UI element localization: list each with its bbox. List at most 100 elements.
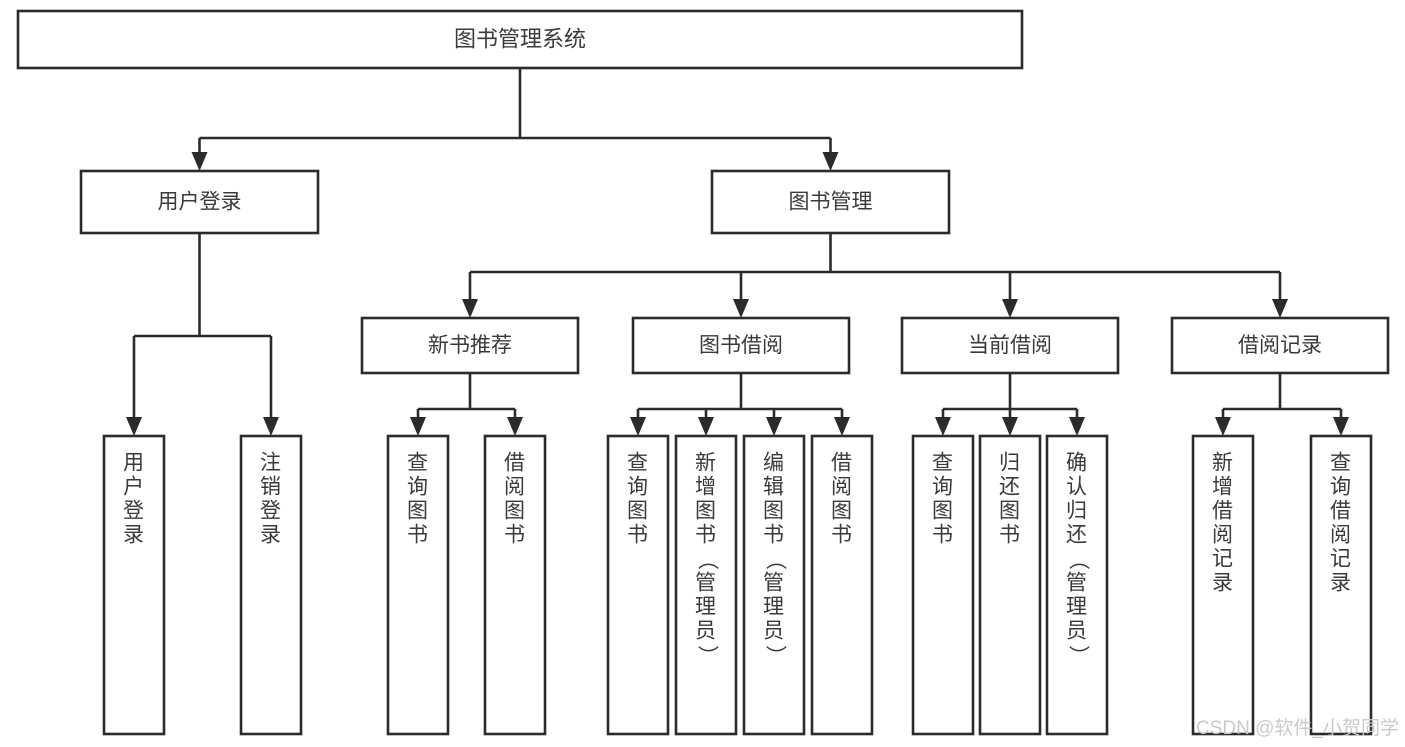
svg-text:借: 借	[831, 452, 853, 475]
node-level1-0[interactable]	[79, 169, 320, 235]
svg-text:管: 管	[695, 572, 717, 595]
svg-text:图: 图	[627, 500, 649, 523]
svg-text:图: 图	[763, 500, 785, 523]
svg-text:询: 询	[1330, 476, 1352, 499]
svg-text:登: 登	[123, 500, 145, 523]
node-level1-1[interactable]	[710, 169, 951, 235]
node-leaf-6[interactable]	[742, 434, 806, 736]
node-level2-3[interactable]	[1170, 316, 1390, 375]
svg-text:书: 书	[504, 524, 526, 547]
node-leaf-4[interactable]	[606, 434, 670, 736]
svg-text:归: 归	[999, 452, 1021, 475]
svg-text:归: 归	[1066, 500, 1088, 523]
node-level2-2-label: 当前借阅	[968, 334, 1052, 357]
svg-text:还: 还	[1066, 524, 1088, 547]
node-leaf-0-label: 用户登录	[123, 452, 145, 547]
arrow-head-icon	[1215, 417, 1231, 436]
node-level2-3-label: 借阅记录	[1238, 334, 1322, 357]
node-leaf-0[interactable]	[102, 434, 166, 736]
svg-text:管: 管	[1066, 572, 1088, 595]
svg-text:）: ）	[1066, 645, 1089, 667]
svg-text:增: 增	[695, 476, 717, 499]
arrow-head-icon	[1002, 417, 1018, 436]
svg-text:书: 书	[831, 524, 853, 547]
arrow-head-icon	[834, 417, 850, 436]
node-leaf-7[interactable]	[810, 434, 874, 736]
node-leaf-10[interactable]	[1045, 434, 1109, 736]
svg-text:户: 户	[123, 476, 145, 499]
svg-text:书: 书	[999, 524, 1021, 547]
arrow-head-icon	[507, 417, 523, 436]
svg-text:确: 确	[1066, 452, 1088, 475]
svg-text:询: 询	[627, 476, 649, 499]
svg-text:书: 书	[695, 524, 717, 547]
arrow-head-icon	[766, 417, 782, 436]
svg-text:理: 理	[1066, 596, 1088, 619]
node-level2-1[interactable]	[631, 316, 851, 375]
node-leaf-11[interactable]	[1191, 434, 1255, 736]
arrow-head-icon	[1272, 299, 1288, 318]
svg-text:录: 录	[260, 524, 282, 547]
node-level2-0[interactable]	[360, 316, 580, 375]
svg-text:借: 借	[1212, 500, 1234, 523]
svg-text:借: 借	[1330, 500, 1352, 523]
svg-text:编: 编	[763, 452, 785, 475]
svg-text:管: 管	[763, 572, 785, 595]
svg-text:阅: 阅	[831, 476, 853, 499]
svg-text:（: （	[763, 549, 786, 571]
node-root-system[interactable]	[16, 9, 1024, 70]
svg-text:查: 查	[627, 452, 649, 475]
svg-text:员: 员	[695, 620, 717, 643]
arrow-head-icon	[935, 417, 951, 436]
svg-text:新: 新	[695, 452, 717, 475]
node-leaf-8[interactable]	[911, 434, 975, 736]
node-level2-1-label: 图书借阅	[699, 334, 783, 357]
svg-text:注: 注	[260, 452, 282, 475]
svg-text:）: ）	[763, 645, 786, 667]
csdn-watermark: CSDN @软件_小贺同学	[1196, 717, 1399, 739]
node-leaf-2[interactable]	[386, 434, 450, 736]
svg-text:增: 增	[1212, 476, 1234, 499]
svg-text:录: 录	[123, 524, 145, 547]
arrow-head-icon	[462, 299, 478, 318]
svg-text:书: 书	[763, 524, 785, 547]
arrow-head-icon	[1333, 417, 1349, 436]
svg-text:用: 用	[123, 452, 145, 475]
svg-text:阅: 阅	[1212, 524, 1234, 547]
svg-text:理: 理	[695, 596, 717, 619]
svg-text:辑: 辑	[763, 476, 785, 499]
node-leaf-12[interactable]	[1309, 434, 1373, 736]
arrow-head-icon	[263, 417, 279, 436]
arrow-head-icon	[191, 152, 208, 171]
node-leaf-9[interactable]	[978, 434, 1042, 736]
svg-text:图: 图	[831, 500, 853, 523]
svg-text:录: 录	[1212, 572, 1234, 595]
node-leaf-3[interactable]	[483, 434, 547, 736]
svg-text:查: 查	[1330, 452, 1352, 475]
connector-lines-group	[126, 68, 1349, 436]
svg-text:销: 销	[260, 476, 282, 499]
svg-text:图: 图	[695, 500, 717, 523]
svg-text:查: 查	[932, 452, 954, 475]
svg-text:新: 新	[1212, 452, 1234, 475]
arrow-head-icon	[1002, 299, 1018, 318]
svg-text:书: 书	[932, 524, 954, 547]
node-leaf-5[interactable]	[674, 434, 738, 736]
node-level2-2[interactable]	[900, 316, 1120, 375]
arrow-head-icon	[698, 417, 714, 436]
svg-text:阅: 阅	[1330, 524, 1352, 547]
svg-text:员: 员	[763, 620, 785, 643]
node-leaf-1[interactable]	[239, 434, 303, 736]
node-level1-0-label: 用户登录	[158, 191, 242, 214]
